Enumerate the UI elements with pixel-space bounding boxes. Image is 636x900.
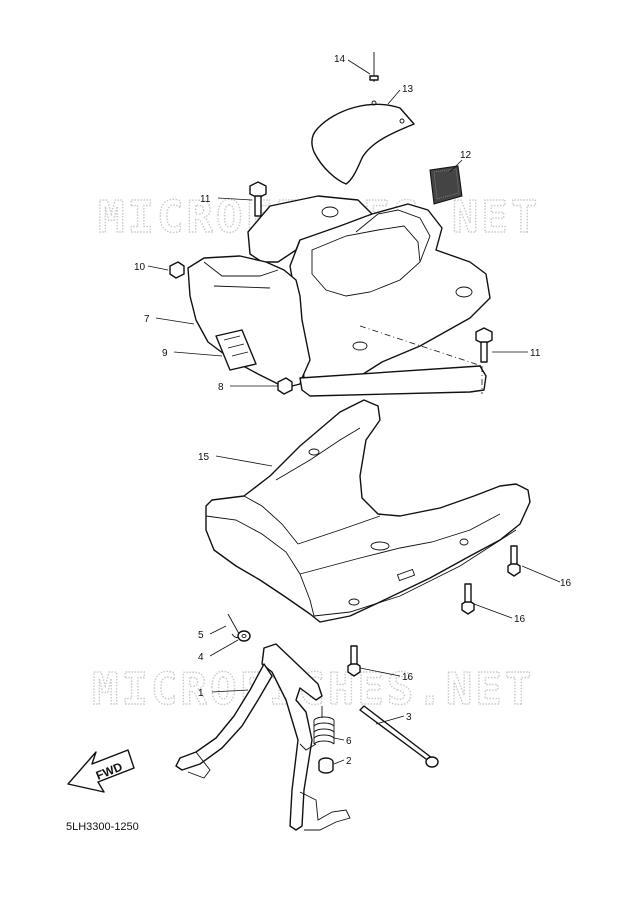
part-3-shaft [359,705,439,768]
part-14-pin [369,52,379,82]
callout-4: 4 [198,652,204,663]
part-2-bush [318,757,334,774]
part-10-nut [169,261,185,279]
part-11-bolt-upper [249,181,267,217]
part-16-bolt-c [347,645,361,677]
part-11-bolt-lower [475,327,493,363]
callout-11-upper: 11 [200,194,211,205]
part-8-clip [277,377,293,395]
part-4-washer [237,630,251,642]
assembly-line-1 [359,325,483,367]
leader-lines [147,59,561,765]
part-12-pad [429,165,463,205]
callout-11-lower: 11 [530,348,541,359]
callout-7: 7 [144,314,150,325]
callout-5: 5 [198,630,204,641]
callout-12: 12 [460,150,472,161]
part-16-bolt-b [461,583,475,615]
callout-14: 14 [334,54,346,65]
callout-10: 10 [134,262,146,273]
callout-16-c: 16 [402,672,414,683]
callout-13: 13 [402,84,414,95]
callout-16-b: 16 [514,614,526,625]
callout-3: 3 [406,712,412,723]
part-1-main-stand [175,643,351,831]
part-6-spring [299,706,335,751]
part-9-label [215,329,257,371]
callout-1: 1 [198,688,204,699]
fwd-arrow-icon: FWD [67,749,135,793]
callout-16-a: 16 [560,578,572,589]
part-7-footrest-panel [187,195,491,397]
part-16-bolt-a [507,545,521,577]
callout-6: 6 [346,736,352,747]
callout-8: 8 [218,382,224,393]
part-13-cover-plate [311,100,415,185]
callout-15: 15 [198,452,210,463]
part-5-clip [227,613,240,639]
diagram-code: 5LH3300-1250 [66,821,139,833]
callout-2: 2 [346,756,352,767]
callout-9: 9 [162,348,168,359]
part-15-under-cover [205,399,531,623]
